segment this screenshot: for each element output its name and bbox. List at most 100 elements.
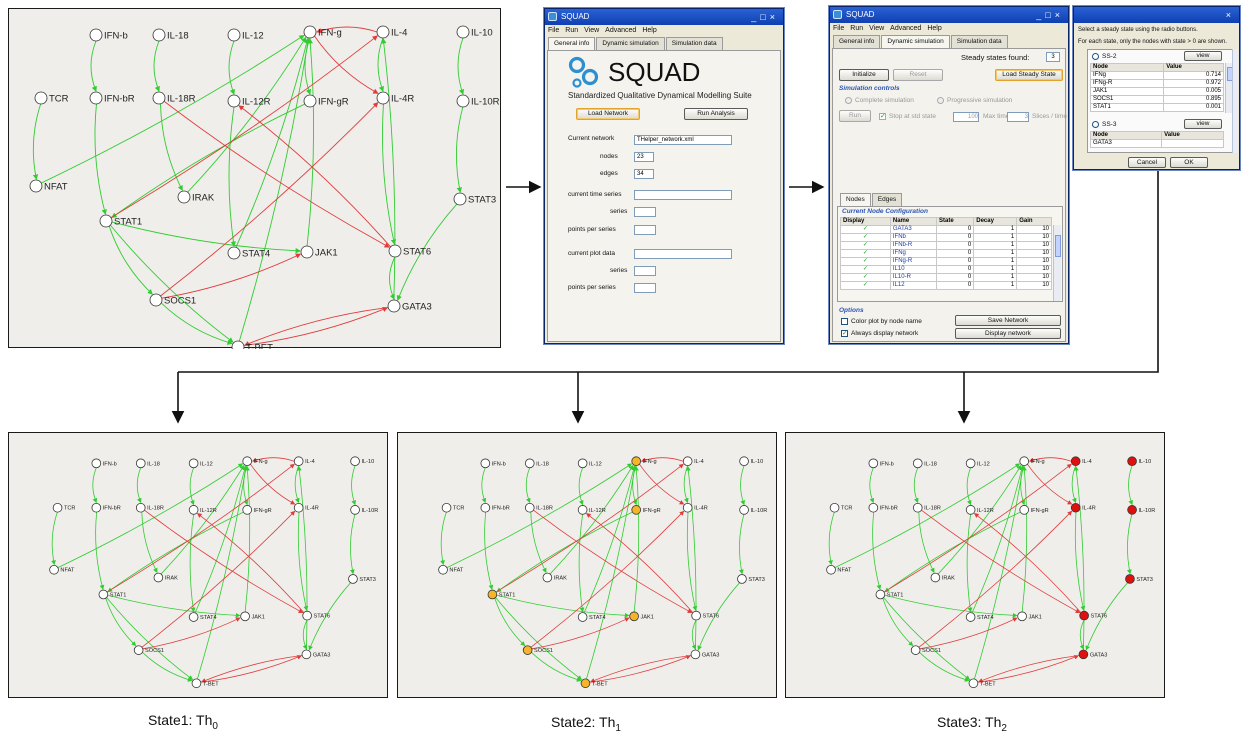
run-analysis-button[interactable]: Run Analysis [684, 108, 748, 120]
reset-button[interactable]: Reset [893, 69, 943, 81]
window-controls[interactable]: _□× [751, 12, 779, 22]
always-display-checkbox[interactable]: ✓ [841, 329, 848, 337]
initialize-button[interactable]: Initialize [839, 69, 889, 81]
node-nfat [29, 179, 43, 193]
dialog-titlebar[interactable]: × [1074, 7, 1239, 23]
edges-field[interactable]: 34 [634, 169, 654, 179]
current-plot-data-field[interactable] [634, 249, 732, 259]
menu-run[interactable]: Run [565, 27, 579, 34]
menu-file[interactable]: File [833, 25, 845, 32]
cancel-button[interactable]: Cancel [1128, 157, 1166, 168]
ss3-radio[interactable] [1092, 121, 1099, 128]
col-state[interactable]: State [935, 217, 975, 226]
tab-nodes[interactable]: Nodes [840, 193, 871, 206]
tab-general-info[interactable]: General info [548, 37, 596, 50]
node-ifn-g [303, 25, 317, 39]
tab-edges[interactable]: Edges [871, 193, 903, 206]
ss2-radio[interactable] [1092, 53, 1099, 60]
display-checkbox-cell[interactable]: ✓ [840, 273, 891, 282]
window-controls[interactable]: _□× [1036, 10, 1064, 20]
col-display[interactable]: Display [840, 217, 891, 226]
stop-at-std-checkbox[interactable]: ✓ [879, 112, 886, 120]
col-decay[interactable]: Decay [973, 217, 1018, 226]
current-network-field[interactable]: THelper_network.xml [634, 135, 732, 145]
save-network-button[interactable]: Save Network [955, 315, 1061, 326]
edge-il-4-to-ifn-g [316, 26, 378, 34]
current-time-series-field[interactable] [634, 190, 732, 200]
series-field[interactable] [634, 207, 656, 217]
col-name[interactable]: Name [889, 217, 938, 226]
close-icon[interactable]: × [1225, 10, 1235, 20]
display-checkbox-cell[interactable]: ✓ [840, 257, 891, 266]
tab-dynamic-simulation[interactable]: Dynamic simulation [596, 37, 665, 50]
nodes-label: nodes [600, 153, 618, 160]
menu-view[interactable]: View [584, 27, 600, 34]
display-network-button[interactable]: Display network [955, 328, 1061, 339]
edge-jak1-to-ifn-g [633, 465, 640, 612]
points-per-series-field[interactable] [634, 225, 656, 235]
ss3-view-button[interactable]: view [1184, 119, 1222, 129]
menu-view[interactable]: View [869, 25, 885, 32]
nodes-field[interactable]: 23 [634, 152, 654, 162]
points-per-series-field-2[interactable] [634, 283, 656, 293]
display-checkbox-cell[interactable]: ✓ [840, 241, 891, 250]
tab-simulation-data[interactable]: Simulation data [665, 37, 723, 50]
display-checkbox-cell[interactable]: ✓ [840, 249, 891, 258]
edge-gata3-to-t-bet [977, 655, 1080, 683]
edge-il-12-to-il-12r [228, 40, 235, 95]
display-checkbox-cell[interactable]: ✓ [840, 281, 891, 290]
menu-run[interactable]: Run [850, 25, 864, 32]
menu-file[interactable]: File [548, 27, 560, 34]
load-steady-state-button[interactable]: Load Steady State [995, 69, 1063, 81]
node-il-12r [577, 505, 588, 515]
node-label-il-10r: IL-10R [750, 508, 767, 514]
col-gain[interactable]: Gain [1016, 217, 1052, 226]
window-titlebar[interactable]: SQUAD _□× [830, 7, 1068, 23]
dialog-scrollbar[interactable] [1232, 49, 1238, 153]
menu-help[interactable]: Help [642, 27, 657, 34]
menu-advanced[interactable]: Advanced [890, 25, 922, 32]
max-time-field[interactable]: 100 [953, 112, 979, 122]
ss2-view-button[interactable]: view [1184, 51, 1222, 61]
table-scrollbar[interactable] [1053, 225, 1061, 301]
slices-field[interactable]: 3 [1007, 112, 1029, 122]
display-checkbox-cell[interactable]: ✓ [840, 225, 891, 234]
node-nfat [49, 564, 59, 575]
window-titlebar[interactable]: SQUAD _□× [545, 9, 783, 25]
run-button[interactable]: Run [839, 110, 871, 122]
display-checkbox-cell[interactable]: ✓ [840, 233, 891, 242]
node-il-12 [577, 458, 588, 469]
edge-il-10r-to-stat3 [1126, 514, 1133, 575]
table-row[interactable]: GATA3 [1089, 139, 1224, 148]
complete-sim-radio[interactable] [845, 97, 852, 104]
progressive-sim-radio[interactable] [937, 97, 944, 104]
steady-states-field[interactable]: 3 [1046, 52, 1060, 62]
current-plot-data-label: current plot data [568, 250, 615, 257]
display-checkbox-cell[interactable]: ✓ [840, 265, 891, 274]
tab-general-info[interactable]: General info [833, 35, 881, 48]
menu-help[interactable]: Help [927, 25, 942, 32]
series-field-2[interactable] [634, 266, 656, 276]
tab-dynamic-simulation[interactable]: Dynamic simulation [881, 35, 950, 48]
menu-advanced[interactable]: Advanced [605, 27, 637, 34]
tab-simulation-data[interactable]: Simulation data [950, 35, 1008, 48]
edge-gata3-to-t-bet [200, 655, 303, 683]
ok-button[interactable]: OK [1170, 157, 1208, 168]
load-network-button[interactable]: Load Network [576, 108, 640, 120]
color-plot-checkbox[interactable] [841, 318, 848, 325]
